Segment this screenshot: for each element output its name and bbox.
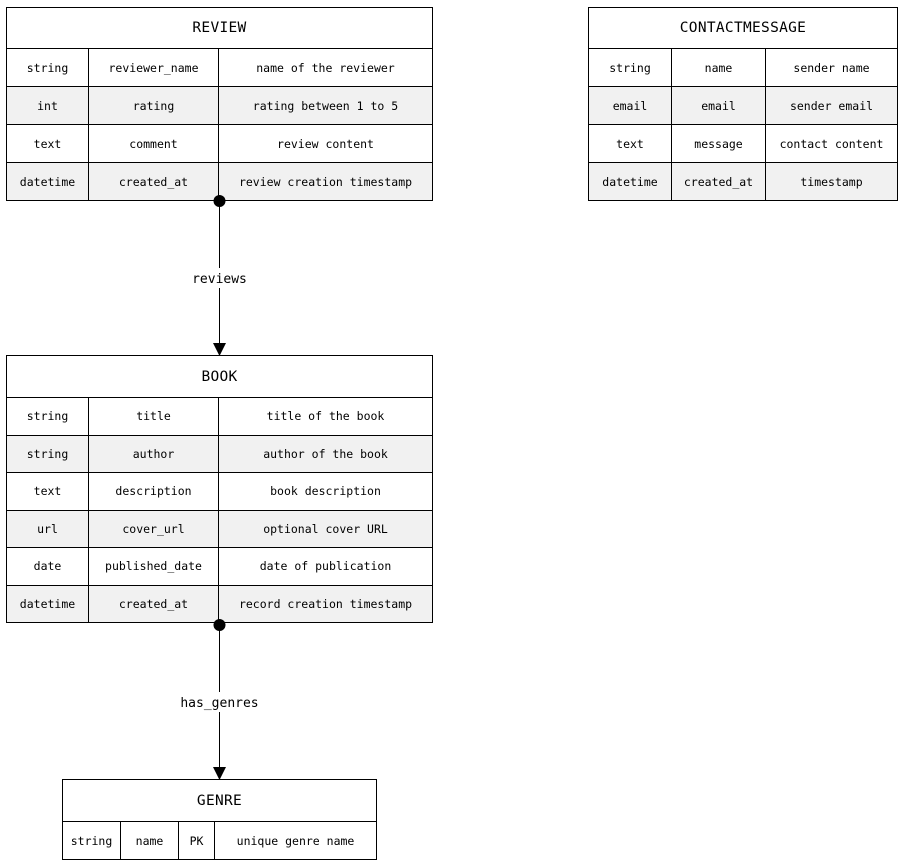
attr-name: published_date [88, 547, 219, 586]
attr-type: string [62, 821, 121, 860]
attr-type: string [6, 434, 89, 473]
attr-type: text [6, 472, 89, 511]
attr-type: datetime [588, 162, 672, 201]
attr-comment: review creation timestamp [218, 162, 433, 201]
attr-name: comment [88, 124, 219, 163]
entity-title: CONTACTMESSAGE [588, 7, 898, 49]
attr-type: datetime [6, 584, 89, 623]
attr-type: string [6, 397, 89, 436]
attr-comment: sender name [765, 48, 898, 87]
relationship-has-genres[interactable]: has_genres [176, 619, 263, 780]
attr-name: name [120, 821, 179, 860]
attr-comment: unique genre name [214, 821, 377, 860]
attr-comment: record creation timestamp [218, 584, 433, 623]
attr-name: created_at [88, 162, 219, 201]
attr-name: created_at [88, 584, 219, 623]
attr-name: name [671, 48, 766, 87]
entity-title: REVIEW [6, 7, 433, 49]
attr-type: string [6, 48, 89, 87]
attr-comment: optional cover URL [218, 509, 433, 548]
attr-type: email [588, 86, 672, 125]
attr-comment: book description [218, 472, 433, 511]
relationship-label: reviews [192, 272, 247, 287]
entity-title: BOOK [6, 355, 433, 398]
attr-type: text [588, 124, 672, 163]
attr-name: created_at [671, 162, 766, 201]
attr-comment: rating between 1 to 5 [218, 86, 433, 125]
attr-type: datetime [6, 162, 89, 201]
attr-comment: date of publication [218, 547, 433, 586]
attr-name: cover_url [88, 509, 219, 548]
attr-name: author [88, 434, 219, 473]
attr-name: rating [88, 86, 219, 125]
relationship-label-bg [176, 692, 263, 712]
relationship-reviews[interactable]: reviews [188, 195, 251, 356]
attr-type: text [6, 124, 89, 163]
entity-contactmessage[interactable]: CONTACTMESSAGE string name sender name e… [588, 7, 898, 201]
attr-comment: contact content [765, 124, 898, 163]
relationship-label-bg [188, 268, 251, 288]
attr-comment: review content [218, 124, 433, 163]
attr-type: url [6, 509, 89, 548]
attr-name: message [671, 124, 766, 163]
attr-name: reviewer_name [88, 48, 219, 87]
entity-review[interactable]: REVIEW string reviewer_name name of the … [6, 7, 433, 201]
attr-name: description [88, 472, 219, 511]
entity-book[interactable]: BOOK string title title of the book stri… [6, 355, 433, 623]
entity-genre[interactable]: GENRE string name PK unique genre name [62, 779, 377, 860]
attr-comment: timestamp [765, 162, 898, 201]
relationship-label: has_genres [180, 696, 258, 711]
arrowhead-icon [213, 343, 226, 356]
attr-key: PK [178, 821, 215, 860]
arrowhead-icon [213, 767, 226, 780]
